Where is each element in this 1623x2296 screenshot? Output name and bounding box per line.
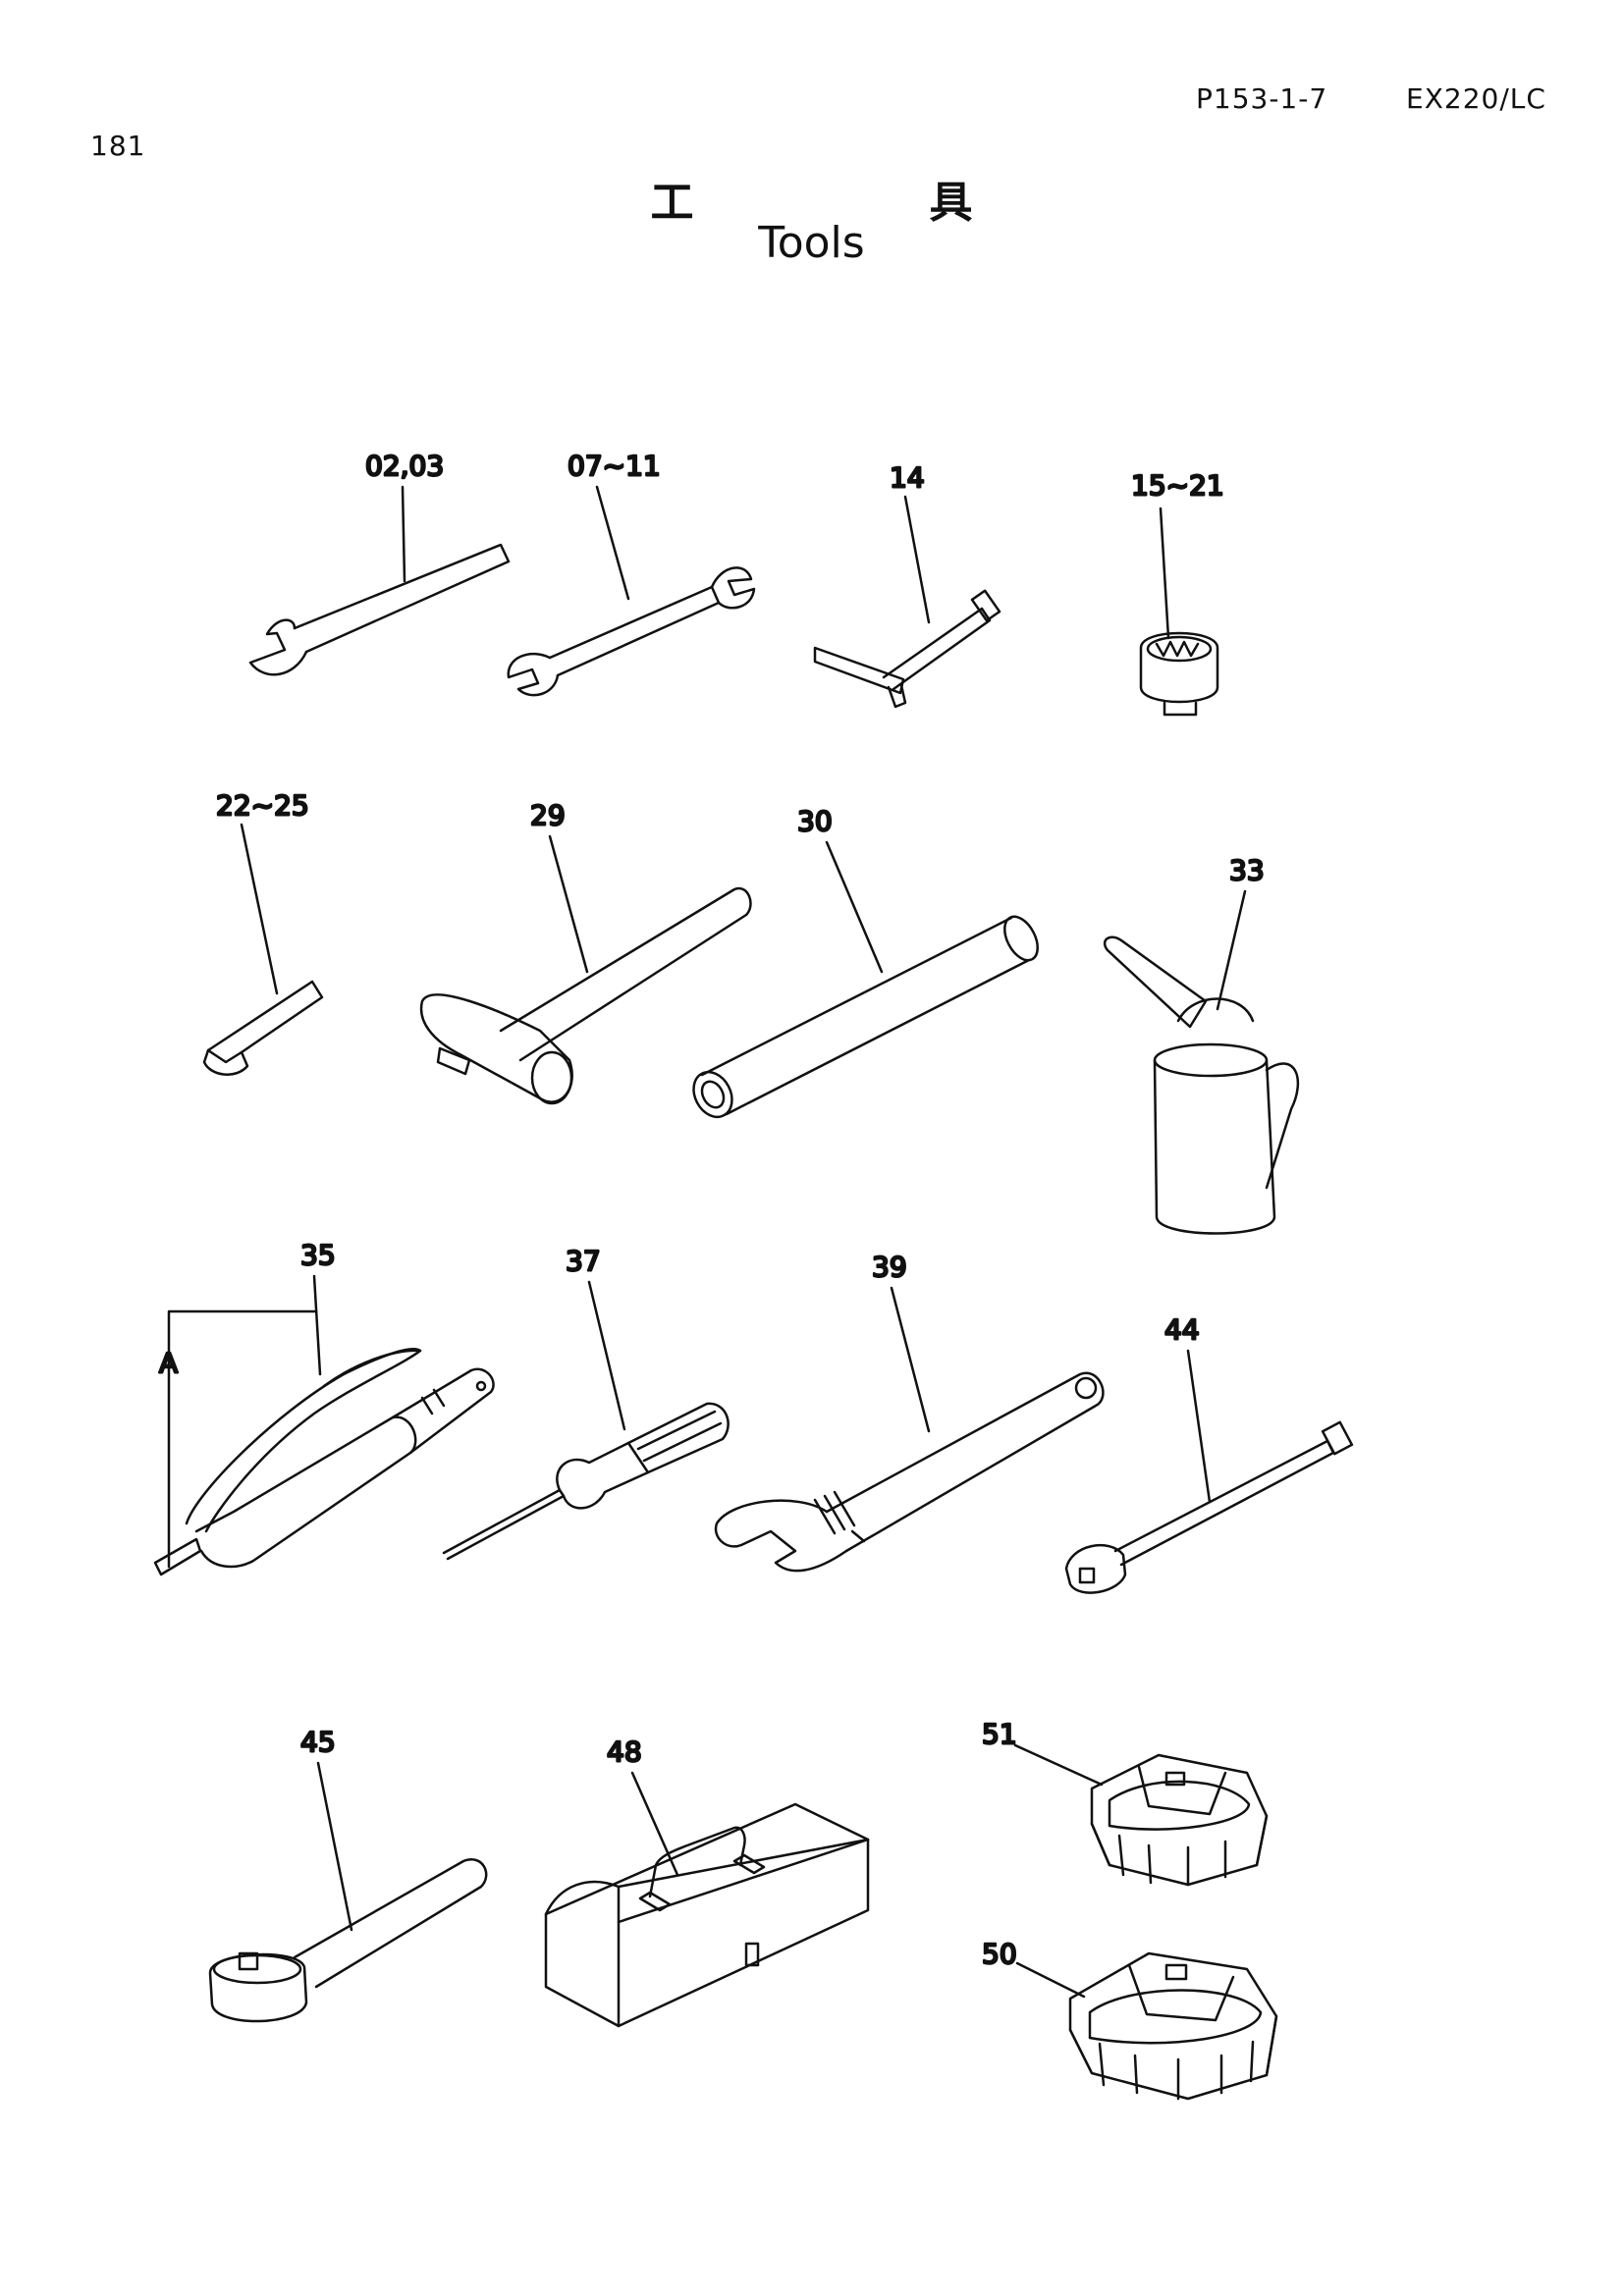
leader-22-25	[240, 823, 279, 995]
leader-33	[1216, 889, 1247, 1011]
title-jp-left: 工	[650, 178, 694, 228]
callout-15-21: 15~21	[1131, 469, 1224, 502]
leader-39	[890, 1286, 931, 1433]
tool-ratchet-handle	[208, 1858, 488, 2023]
leader-29	[548, 834, 589, 974]
callout-07-11: 07~11	[568, 450, 661, 482]
leader-37	[587, 1280, 626, 1431]
tool-hammer	[419, 886, 752, 1105]
callout-02-03: 02,03	[365, 450, 444, 482]
tool-box	[544, 1802, 870, 2028]
leader-50	[1015, 1961, 1086, 1999]
tool-socket	[1139, 631, 1219, 717]
callout-45: 45	[300, 1726, 336, 1758]
leader-51	[1013, 1743, 1104, 1787]
tool-wrench-double-end	[507, 566, 756, 697]
callout-29: 29	[530, 799, 566, 831]
tool-filter-wrench-small	[1090, 1753, 1269, 1887]
tool-oil-can	[1103, 935, 1300, 1235]
model-code: EX220/LC	[1406, 82, 1546, 115]
callout-37: 37	[566, 1245, 601, 1277]
callout-51: 51	[982, 1718, 1017, 1750]
leader-35	[312, 1274, 322, 1376]
tool-grease-gun	[153, 1348, 495, 1576]
part-code: P153-1-7	[1196, 82, 1328, 115]
page-title: Tools	[758, 218, 865, 268]
callout-30: 30	[797, 805, 833, 837]
tool-t-handle-wrench	[813, 589, 1001, 709]
leader-02-03	[401, 485, 406, 583]
tool-pipe	[692, 915, 1039, 1119]
leader-15-21	[1159, 507, 1170, 640]
leader-30	[825, 840, 884, 974]
callout-44: 44	[1164, 1313, 1200, 1346]
tool-screwdriver	[442, 1402, 730, 1561]
tool-filter-wrench-large	[1068, 1951, 1278, 2101]
page-number: 181	[90, 130, 146, 162]
tool-extension-bar	[1064, 1420, 1354, 1594]
tool-adjustable-wrench	[714, 1371, 1105, 1573]
leader-07-11	[595, 485, 630, 601]
title-jp-right: 具	[929, 178, 973, 228]
callout-50: 50	[982, 1938, 1017, 1970]
leader-45	[316, 1761, 353, 1932]
leader-14	[903, 495, 931, 624]
page-title-jp: 工具	[0, 167, 1623, 230]
leader-44	[1186, 1349, 1212, 1504]
callout-22-25: 22~25	[216, 789, 309, 822]
tool-hex-key	[202, 980, 324, 1076]
callout-35: 35	[300, 1239, 336, 1271]
callout-48: 48	[607, 1735, 642, 1768]
callout-39: 39	[872, 1251, 907, 1283]
callout-33: 33	[1229, 854, 1265, 886]
tool-wrench-single-end	[248, 543, 511, 676]
callout-A: A	[159, 1347, 178, 1379]
leader-48	[630, 1771, 679, 1877]
callout-14: 14	[890, 461, 925, 494]
bracket-A	[167, 1309, 318, 1569]
